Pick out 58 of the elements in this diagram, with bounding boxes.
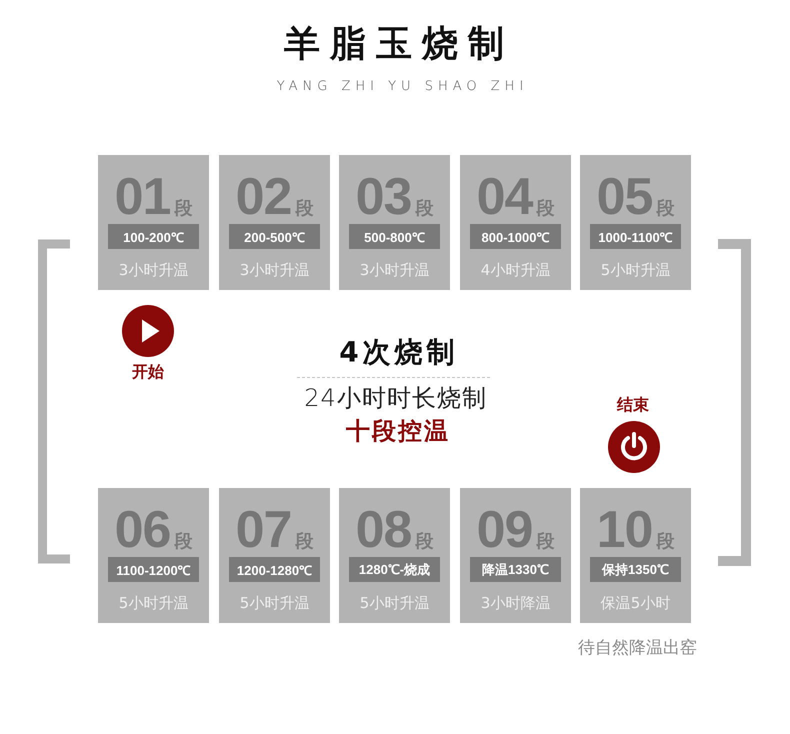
temperature-tag: 800-1000℃ [470, 224, 561, 249]
duration-text: 5小时升温 [240, 593, 310, 613]
duration-text: 3小时升温 [118, 260, 188, 280]
duration-text: 5小时升温 [360, 593, 430, 613]
stage-card [580, 155, 691, 290]
stage-suffix: 段 [295, 532, 314, 552]
temperature-tag: 1200-1280℃ [229, 557, 320, 582]
temperature-tag: 降温1330℃ [470, 557, 561, 582]
duration-text: 5小时升温 [118, 593, 188, 613]
temperature-tag: 1280℃-烧成 [349, 557, 440, 582]
stage-card [219, 488, 330, 623]
stage-suffix: 段 [415, 532, 434, 552]
temperature-tag: 1000-1100℃ [590, 224, 681, 249]
title: 羊脂玉烧制 [284, 22, 514, 66]
heading-text: 4次烧制 [338, 334, 459, 370]
stage-number: 03 [356, 171, 412, 223]
temperature-tag: 1100-1200℃ [108, 557, 199, 582]
subtitle: YANG ZHI YU SHAO ZHI [276, 79, 528, 95]
stage-suffix: 段 [536, 532, 554, 552]
stage-suffix: 段 [415, 199, 434, 219]
stage-card [460, 155, 571, 290]
stage-card [339, 155, 450, 290]
stage-number: 01 [114, 171, 170, 223]
duration-text: 保温5小时 [600, 593, 670, 613]
stage-number: 05 [596, 171, 652, 223]
end-label: 结束 [617, 395, 649, 415]
stage-card [219, 155, 330, 290]
stage-card [460, 488, 571, 623]
description-text: 24小时时长烧制 [303, 383, 487, 413]
duration-text: 3小时升温 [240, 260, 310, 280]
highlight-text: 十段控温 [345, 416, 450, 446]
duration-text: 4小时升温 [480, 260, 550, 280]
stage-number: 04 [476, 171, 532, 223]
duration-text: 3小时升温 [360, 260, 430, 280]
temperature-tag: 500-800℃ [349, 224, 440, 249]
stage-card [98, 155, 209, 290]
stage-number: 08 [356, 504, 412, 556]
duration-text: 3小时降温 [480, 593, 550, 613]
stage-card [98, 488, 209, 623]
stage-number: 09 [476, 504, 532, 556]
temperature-tag: 100-200℃ [108, 224, 199, 249]
stage-suffix: 段 [174, 199, 192, 219]
stage-suffix: 段 [656, 532, 674, 552]
stage-number: 02 [236, 171, 292, 223]
stage-card [580, 488, 691, 623]
stage-number: 07 [236, 504, 292, 556]
temperature-tag: 200-500℃ [229, 224, 320, 249]
start-label: 开始 [132, 362, 164, 382]
stage-number: 06 [114, 504, 170, 556]
stage-suffix: 段 [536, 199, 554, 219]
duration-text: 5小时升温 [600, 260, 670, 280]
temperature-tag: 保持1350℃ [590, 557, 681, 582]
stage-number: 10 [596, 504, 652, 556]
stage-suffix: 段 [295, 199, 314, 219]
stage-card [339, 488, 450, 623]
stage-suffix: 段 [656, 199, 674, 219]
note-text: 待自然降温出窑 [578, 637, 697, 659]
stage-suffix: 段 [174, 532, 192, 552]
